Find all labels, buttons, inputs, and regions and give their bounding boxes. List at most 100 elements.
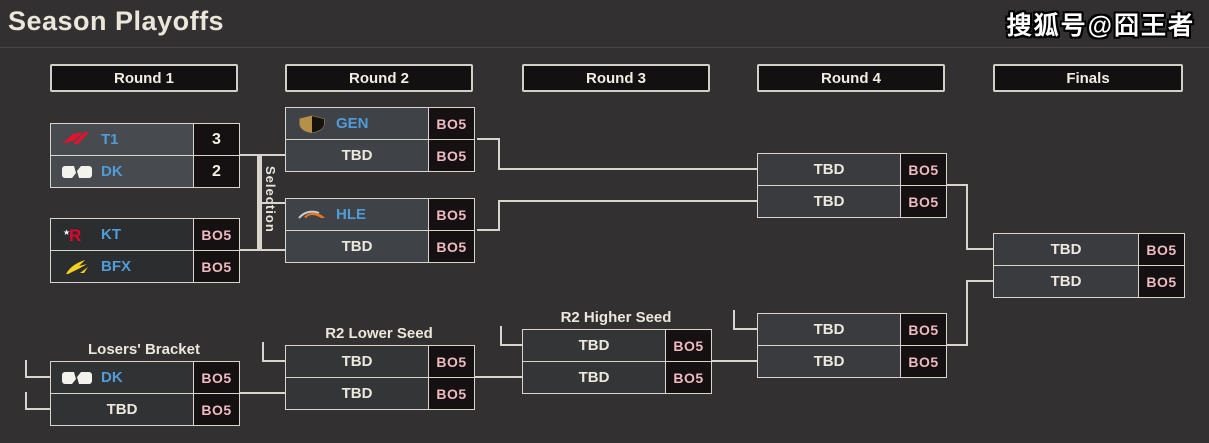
connector-line (966, 184, 968, 250)
team-name: TBD (341, 353, 373, 370)
kt-logo-icon: R★ (59, 226, 95, 244)
dk-logo-icon (59, 163, 95, 181)
connector-line (500, 344, 522, 346)
r2-lower-seed-label: R2 Lower Seed (325, 325, 433, 342)
round-3-header[interactable]: Round 3 (522, 64, 710, 92)
connector-line (966, 248, 993, 250)
score-cell: 3 (193, 124, 239, 155)
page-title: Season Playoffs (8, 6, 225, 36)
match-row[interactable]: DK BO5 (51, 362, 239, 393)
score-cell: 2 (193, 156, 239, 187)
score-cell: BO5 (665, 362, 711, 393)
match-losers: DK BO5 TBD BO5 (50, 361, 240, 426)
match-r2-gen: GEN BO5 TBD BO5 (285, 107, 475, 172)
connector-line (500, 326, 502, 346)
connector-line (945, 344, 968, 346)
connector-line (733, 328, 757, 330)
connector-line (733, 310, 735, 330)
match-r1-upper: T1 3 DK 2 (50, 123, 240, 188)
score-cell: BO5 (1138, 266, 1184, 297)
team-name: T1 (101, 131, 119, 148)
team-name: TBD (1050, 241, 1082, 258)
match-row[interactable]: R★ KT BO5 (51, 219, 239, 250)
score-cell: BO5 (428, 108, 474, 139)
connector-line (945, 184, 968, 186)
connector-line (477, 138, 500, 140)
match-r2-hle: HLE BO5 TBD BO5 (285, 198, 475, 263)
finals-header[interactable]: Finals (993, 64, 1183, 92)
team-name: TBD (1050, 273, 1082, 290)
connector-line (238, 249, 287, 251)
match-row[interactable]: HLE BO5 (286, 199, 474, 230)
connector-line (25, 408, 50, 410)
t1-logo-icon (59, 131, 95, 149)
team-name: TBD (813, 193, 845, 210)
score-cell: BO5 (428, 378, 474, 409)
match-row[interactable]: TBD BO5 (286, 377, 474, 409)
score-cell: BO5 (428, 231, 474, 262)
match-row[interactable]: TBD BO5 (994, 234, 1184, 265)
selection-bar (257, 154, 262, 251)
match-row[interactable]: TBD BO5 (758, 154, 946, 185)
match-row[interactable]: TBD BO5 (758, 345, 946, 377)
team-name: TBD (341, 147, 373, 164)
bfx-logo-icon (59, 258, 95, 276)
connector-line (25, 392, 27, 410)
match-row[interactable]: BFX BO5 (51, 250, 239, 282)
team-name: TBD (578, 369, 610, 386)
match-row[interactable]: TBD BO5 (51, 393, 239, 425)
match-r4-upper: TBD BO5 TBD BO5 (757, 153, 947, 218)
svg-text:★: ★ (63, 228, 70, 237)
connector-line (498, 200, 500, 231)
round-2-header[interactable]: Round 2 (285, 64, 473, 92)
match-r4-lower: TBD BO5 TBD BO5 (757, 313, 947, 378)
match-row[interactable]: TBD BO5 (523, 361, 711, 393)
connector-line (710, 360, 757, 362)
team-name: TBD (813, 321, 845, 338)
connector-line (966, 280, 993, 282)
match-row[interactable]: TBD BO5 (286, 230, 474, 262)
connector-line (498, 168, 757, 170)
score-cell: BO5 (193, 219, 239, 250)
round-1-header[interactable]: Round 1 (50, 64, 238, 92)
match-row[interactable]: TBD BO5 (758, 185, 946, 217)
team-name: HLE (336, 206, 366, 223)
team-name: KT (101, 226, 121, 243)
match-row[interactable]: TBD BO5 (758, 314, 946, 345)
match-row[interactable]: TBD BO5 (994, 265, 1184, 297)
match-row[interactable]: TBD BO5 (523, 330, 711, 361)
connector-line (498, 138, 500, 170)
match-finals: TBD BO5 TBD BO5 (993, 233, 1185, 298)
match-row[interactable]: GEN BO5 (286, 108, 474, 139)
score-cell: BO5 (900, 314, 946, 345)
team-name: DK (101, 369, 123, 386)
team-name: TBD (341, 238, 373, 255)
score-cell: BO5 (428, 140, 474, 171)
team-name: GEN (336, 115, 369, 132)
team-name: TBD (813, 353, 845, 370)
score-cell: BO5 (900, 186, 946, 217)
gen-logo-icon (294, 114, 330, 133)
connector-line (966, 280, 968, 346)
match-row[interactable]: T1 3 (51, 124, 239, 155)
match-row[interactable]: TBD BO5 (286, 139, 474, 171)
connector-line (25, 360, 27, 378)
connector-line (25, 376, 50, 378)
round-4-header[interactable]: Round 4 (757, 64, 945, 92)
score-cell: BO5 (900, 154, 946, 185)
score-cell: BO5 (665, 330, 711, 361)
team-name: BFX (101, 258, 131, 275)
r2-higher-seed-label: R2 Higher Seed (560, 309, 672, 326)
score-cell: BO5 (193, 394, 239, 425)
team-name: TBD (578, 337, 610, 354)
match-row[interactable]: TBD BO5 (286, 346, 474, 377)
team-name: DK (101, 163, 123, 180)
match-r1-lower: R★ KT BO5 BFX BO5 (50, 218, 240, 283)
team-name: TBD (106, 401, 138, 418)
connector-line (238, 392, 285, 394)
match-row[interactable]: DK 2 (51, 155, 239, 187)
score-cell: BO5 (900, 346, 946, 377)
team-name: TBD (813, 161, 845, 178)
connector-line (477, 229, 500, 231)
